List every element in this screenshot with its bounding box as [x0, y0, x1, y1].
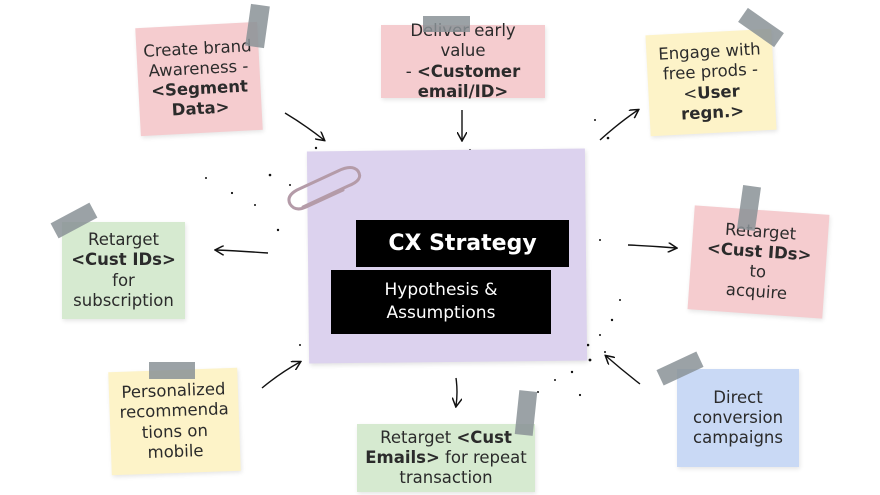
early-line-2: - <Customer	[406, 62, 520, 82]
engage-bracket: <	[682, 83, 698, 103]
arrows	[216, 110, 676, 406]
repeat-cust: <Cust	[456, 427, 512, 447]
arrow-brand-to-center	[284, 112, 324, 140]
arrow-center-to-repeat	[456, 377, 457, 406]
repeat-emails: Emails>	[365, 447, 440, 467]
brand-line-3: <Segment	[150, 76, 249, 101]
subscription-line-2: <Cust IDs> for	[68, 250, 179, 290]
direct-line-1: Direct	[713, 387, 763, 407]
note-direct: Direct conversion campaigns	[677, 369, 799, 467]
brand-line-4: Data>	[171, 97, 230, 120]
early-dash: -	[405, 61, 417, 81]
repeat-line-1: Retarget <Cust	[380, 428, 512, 448]
note-early-value: Deliver early value - <Customer email/ID…	[381, 21, 545, 101]
repeat-for-repeat: for repeat	[439, 447, 527, 467]
early-line-3: email/ID>	[417, 81, 509, 101]
note-subscription: Retarget <Cust IDs> for subscription	[62, 222, 185, 319]
acquire-to: to	[748, 261, 767, 282]
hypothesis-box: Hypothesis & Assumptions	[331, 270, 551, 334]
direct-line-3: campaigns	[693, 428, 783, 448]
acquire-line-3: acquire	[725, 279, 788, 304]
arrow-center-to-acquire	[627, 245, 676, 248]
note-engage: Engage with free prods - <User regn.>	[645, 28, 777, 137]
early-customer: <Customer	[416, 61, 521, 81]
note-acquire: Retarget <Cust IDs> to acquire	[687, 205, 830, 319]
personalized-line-2: recommenda	[119, 399, 229, 423]
subscription-line-1: Retarget	[87, 230, 160, 250]
subscription-cust-ids: <Cust IDs>	[71, 250, 176, 270]
tape-early	[423, 16, 470, 32]
personalized-line-3: tions on	[141, 420, 209, 442]
note-repeat: Retarget <Cust Emails> for repeat transa…	[357, 424, 535, 492]
note-brand-awareness: Create brand Awareness - <Segment Data>	[135, 21, 263, 137]
note-personalized: Personalized recommenda tions on mobile	[108, 367, 241, 476]
repeat-retarget: Retarget	[380, 427, 457, 447]
subscription-line-3: subscription	[73, 290, 174, 310]
hypothesis-line-1: Hypothesis &	[384, 280, 498, 301]
arrow-direct-to-center	[606, 356, 641, 385]
engage-line-3: <User regn.>	[654, 80, 770, 126]
tape-personalized	[149, 362, 195, 379]
arrow-center-to-subscription	[216, 250, 269, 253]
hypothesis-line-2: Assumptions	[386, 303, 496, 323]
arrow-personalized-to-center	[261, 362, 300, 389]
repeat-line-2: Emails> for repeat	[365, 448, 527, 468]
personalized-line-4: mobile	[147, 440, 204, 462]
acquire-line-2: <Cust IDs> to	[696, 238, 822, 287]
acquire-cust-ids: <Cust IDs>	[706, 238, 813, 265]
subscription-for: for	[112, 270, 135, 290]
strategy-title: CX Strategy	[356, 220, 569, 267]
repeat-line-3: transaction	[399, 468, 493, 488]
direct-line-2: conversion	[692, 407, 784, 427]
arrow-center-to-engage	[599, 110, 638, 141]
